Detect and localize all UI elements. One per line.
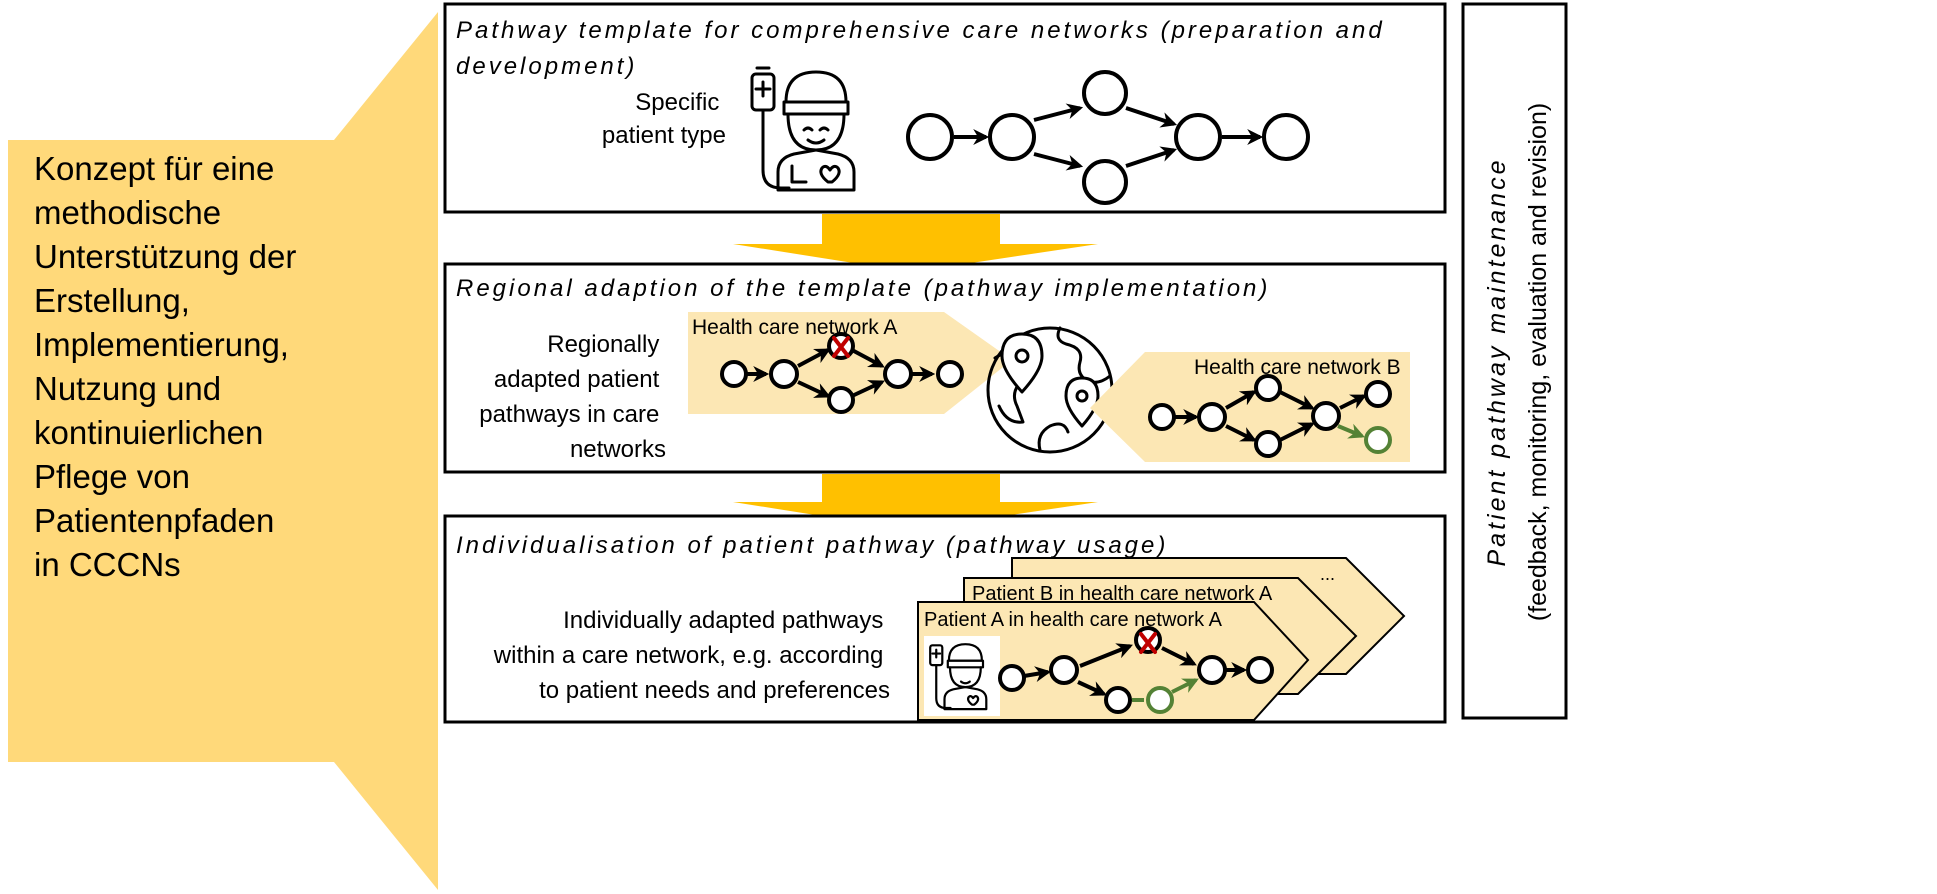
card-patient-a: Patient A in health care network A (917, 601, 1310, 721)
added-step (1337, 423, 1392, 454)
globe-pin-icon (986, 326, 1114, 454)
individualisation-box: Individualisation of patient pathway (pa… (443, 514, 1447, 724)
card-more-label: ... (1320, 564, 1335, 584)
individualisation-label: Individually adapted pathways within a c… (493, 607, 890, 704)
network-a-label: Health care network A (692, 316, 897, 339)
template-pathway-graph (906, 70, 1310, 205)
pathway-node (988, 113, 1036, 161)
maintenance-box: Patient pathway maintenance (feedback, m… (1461, 2, 1568, 720)
pathway-node (1082, 159, 1128, 205)
template-box: Pathway template for comprehensive care … (443, 2, 1447, 214)
template-title: Pathway template for comprehensive care … (456, 17, 1394, 80)
card-patient-a-label: Patient A in health care network A (924, 609, 1223, 631)
pathway-node (1262, 113, 1310, 161)
card-patient-b-label: Patient B in health care network A (972, 583, 1273, 605)
pathway-node (1174, 113, 1222, 161)
patient-type-label: Specific patient type (602, 89, 726, 149)
maintenance-subtitle: (feedback, monitoring, evaluation and re… (1524, 103, 1552, 621)
network-b-panel: Health care network B (1090, 352, 1410, 462)
concept-text: Konzept für eine methodische Unterstützu… (34, 150, 305, 583)
concept-panel: Konzept für eine methodische Unterstützu… (8, 12, 438, 890)
network-b-label: Health care network B (1194, 356, 1401, 379)
pathway-node (906, 113, 954, 161)
added-step (1132, 678, 1199, 714)
network-a-panel: Health care network A (688, 312, 1012, 414)
removed-step-icon (832, 336, 850, 358)
regional-title: Regional adaption of the template (pathw… (456, 275, 1270, 302)
individualisation-title: Individualisation of patient pathway (pa… (456, 532, 1168, 559)
pathway-node (1082, 70, 1128, 116)
removed-step-icon (1139, 632, 1157, 654)
patient-icon (924, 636, 1000, 716)
regional-adaption-box: Regional adaption of the template (pathw… (443, 262, 1447, 474)
flow-arrow-1 (733, 214, 1098, 272)
patient-icon (750, 66, 856, 192)
maintenance-title: Patient pathway maintenance (1483, 158, 1511, 567)
regional-label: Regionally adapted patient pathways in c… (479, 331, 666, 463)
